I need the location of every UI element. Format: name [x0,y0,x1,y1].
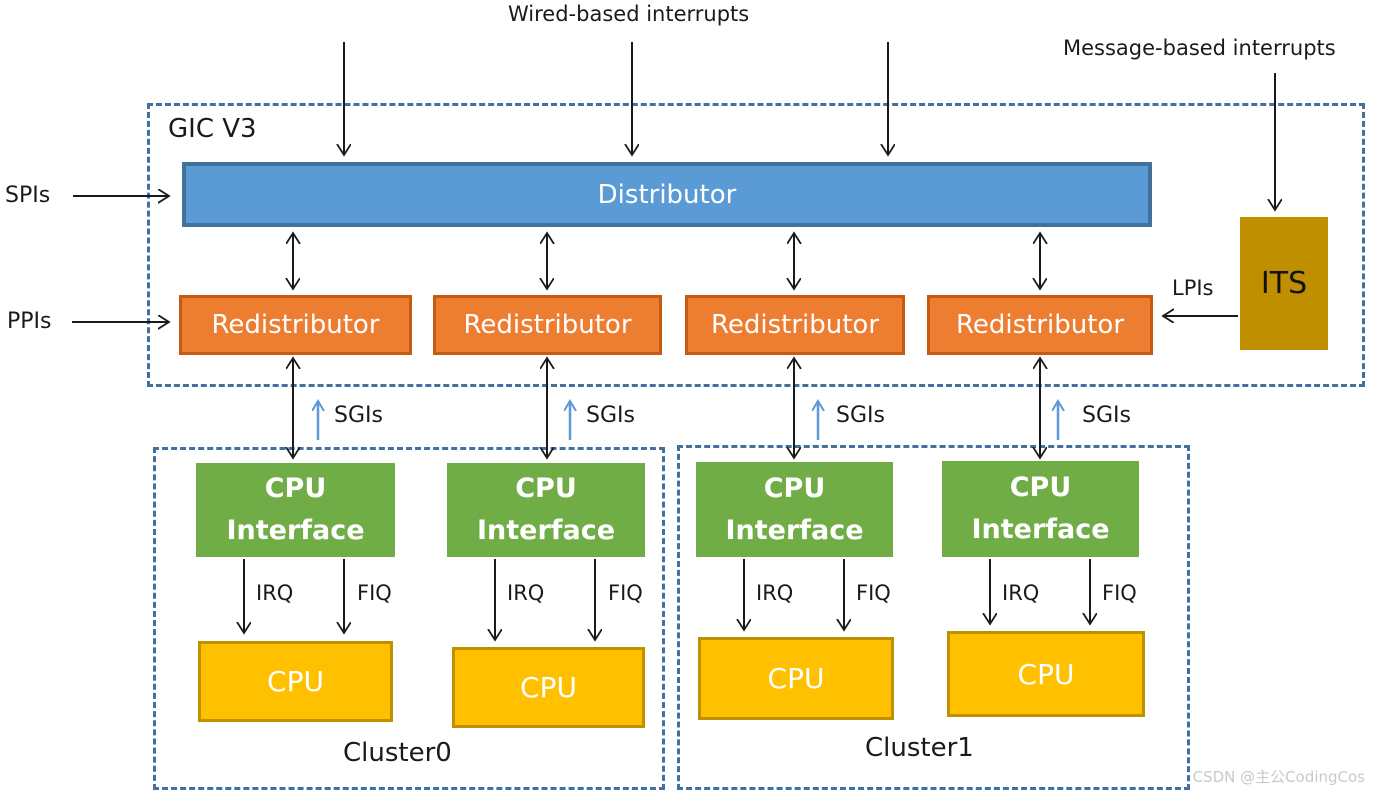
irq-label-cluster1-a: IRQ [756,581,794,605]
gic-v3-title: GIC V3 [168,114,257,144]
irq-label-cluster0-a: IRQ [256,581,294,605]
gic-v3-dashed-container [147,103,1365,387]
cpu-interface-line2: Interface [476,515,616,546]
cpu-interface-line1: CPU [1009,472,1072,503]
cluster1-label: Cluster1 [865,733,974,763]
fiq-label-cluster0-b: FIQ [608,581,643,605]
cluster0-dashed-container [153,447,665,790]
cpu-interface-line1: CPU [264,473,327,504]
cpu-interface-line2: Interface [725,514,864,546]
redistributor-block-1: Redistributor [179,295,412,355]
sgis-label-1: SGIs [334,403,383,428]
watermark: CSDN @主公CodingCos [1192,768,1365,786]
redistributor-block-2: Redistributor [433,295,662,355]
cluster0-label: Cluster0 [343,738,452,768]
cpu-block-cluster0-a: CPU [198,641,393,722]
fiq-label-cluster1-a: FIQ [856,581,891,605]
cpu-interface-line2: Interface [971,514,1110,545]
cpu-block-cluster1-a: CPU [698,637,894,720]
cpu-interface-block-cluster0-b: CPU Interface [447,463,645,557]
cluster1-dashed-container [677,445,1190,790]
cpu-interface-line2: Interface [226,515,365,546]
cpu-interface-block-cluster0-a: CPU Interface [196,463,395,557]
redistributor-block-4: Redistributor [927,295,1153,355]
wired-interrupts-label: Wired-based interrupts [508,2,750,26]
cpu-interface-block-cluster1-a: CPU Interface [696,462,893,557]
cpu-block-cluster1-b: CPU [947,631,1145,717]
irq-label-cluster1-b: IRQ [1002,581,1040,605]
cpu-interface-line1: CPU [515,473,577,504]
irq-label-cluster0-b: IRQ [507,581,545,605]
fiq-label-cluster1-b: FIQ [1102,581,1137,605]
lpis-label: LPIs [1172,276,1214,300]
redistributor-block-3: Redistributor [685,295,905,355]
spis-label: SPIs [5,183,51,208]
sgis-label-3: SGIs [836,403,885,428]
sgis-label-4: SGIs [1082,403,1131,428]
cpu-interface-line1: CPU [763,472,826,504]
message-interrupts-label: Message-based interrupts [1063,36,1336,60]
sgis-label-2: SGIs [586,403,635,428]
cpu-interface-block-cluster1-b: CPU Interface [942,461,1139,557]
its-block: ITS [1240,217,1328,350]
distributor-block: Distributor [182,162,1152,227]
ppis-label: PPIs [7,309,52,334]
fiq-label-cluster0-a: FIQ [357,581,392,605]
cpu-block-cluster0-b: CPU [452,647,645,728]
